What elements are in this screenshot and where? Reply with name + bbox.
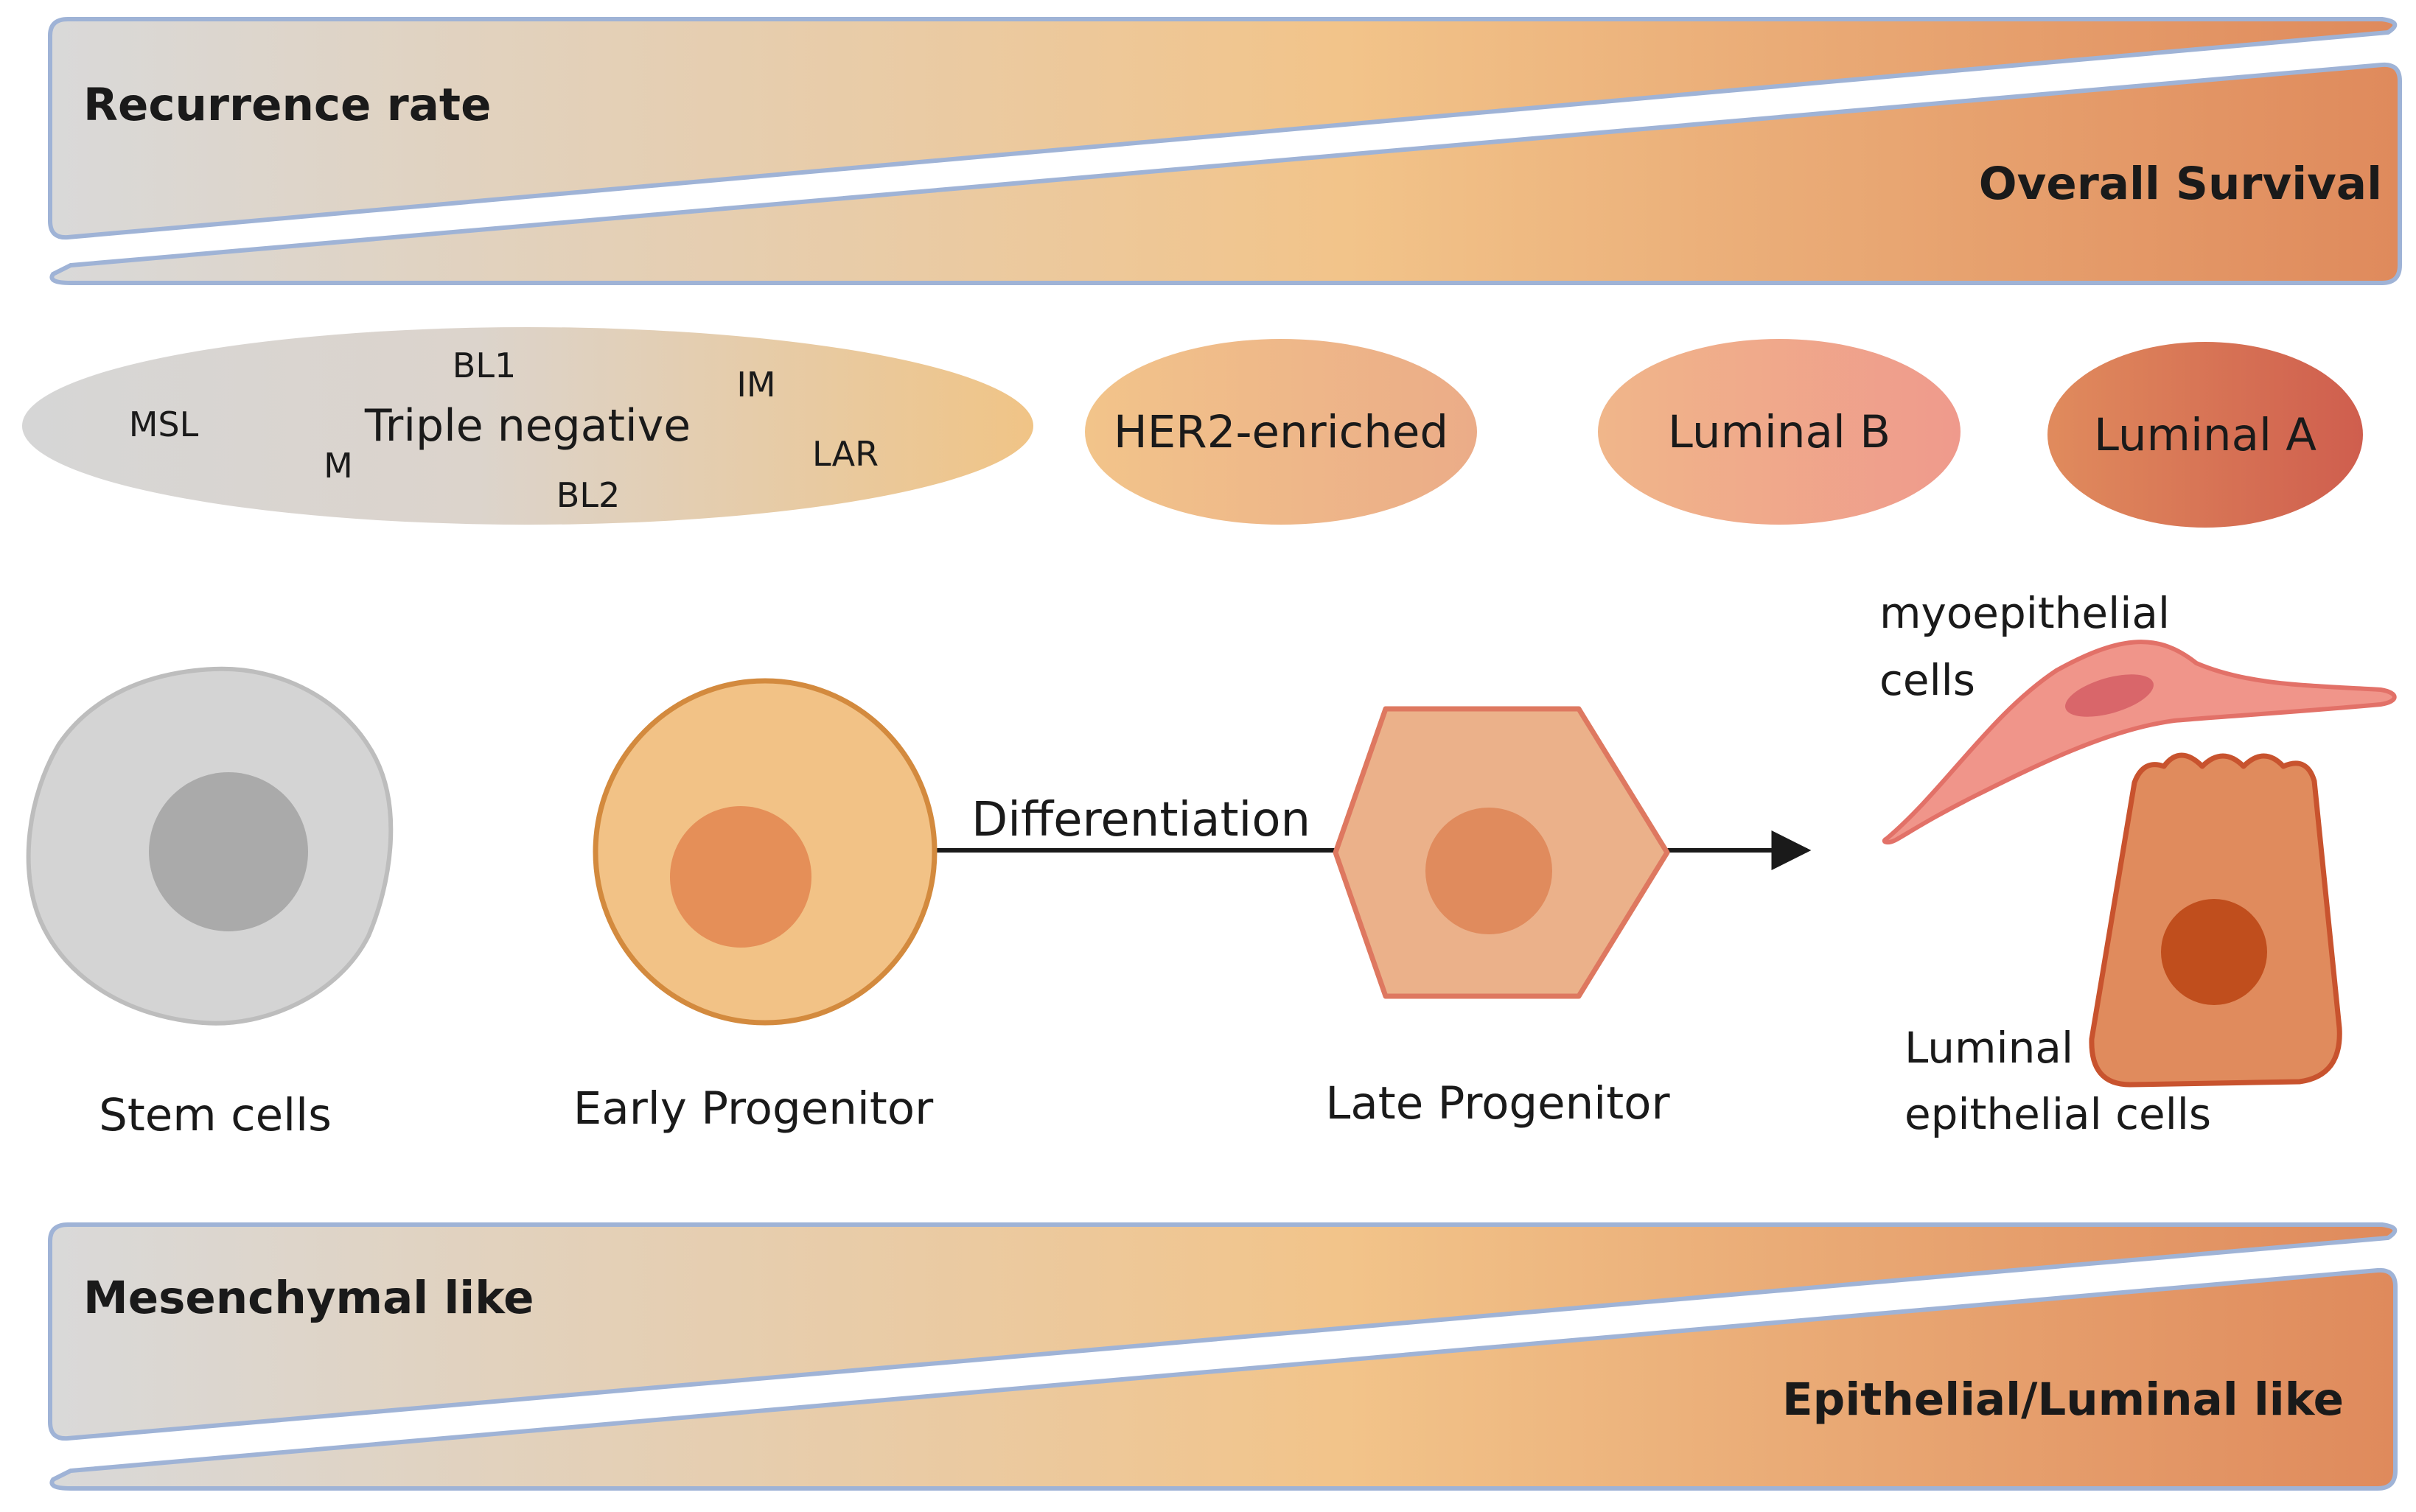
- myoepithelial-label-line2: cells: [1879, 655, 1975, 705]
- overall-survival-label: Overall Survival: [1979, 158, 2382, 210]
- luminal-a-ellipse: [2047, 342, 2363, 528]
- recurrence-rate-label: Recurrence rate: [83, 79, 491, 131]
- luminal-b-label: Luminal B: [1668, 406, 1890, 458]
- luminal-epithelial-nucleus: [2161, 899, 2267, 1005]
- late-progenitor-nucleus: [1425, 808, 1552, 934]
- luminal-b-ellipse: [1598, 339, 1961, 525]
- myoepithelial-label-line1: myoepithelial: [1879, 588, 2170, 638]
- epithelial-luminal-like-label: Epithelial/Luminal like: [1782, 1373, 2344, 1426]
- myoepithelial-nucleus: [2065, 674, 2154, 717]
- subgroup-msl: MSL: [129, 405, 199, 444]
- bottom-gradient-bar: Mesenchymal like Epithelial/Luminal like: [48, 1222, 2398, 1491]
- mesenchymal-like-label: Mesenchymal like: [83, 1272, 534, 1324]
- top-gradient-bar: Recurrence rate Overall Survival: [48, 17, 2402, 285]
- top-upper-wedge: [48, 17, 2398, 240]
- triple-negative-group: Triple negative MSL BL1 M BL2 IM LAR: [22, 327, 1033, 525]
- top-lower-wedge: [49, 62, 2402, 285]
- luminal-label-line2: epithelial cells: [1904, 1089, 2211, 1139]
- luminal-a-group: Luminal A: [2047, 342, 2363, 528]
- her2-enriched-label: HER2-enriched: [1114, 406, 1448, 458]
- stem-cell-nucleus: [149, 772, 308, 931]
- her2-enriched-ellipse: [1085, 339, 1477, 525]
- myoepithelial-cell: myoepithelial cells: [1879, 588, 2397, 845]
- differentiation-label: Differentiation: [971, 793, 1310, 847]
- early-progenitor-label: Early Progenitor: [573, 1082, 934, 1135]
- late-progenitor-cell: Late Progenitor: [1325, 706, 1670, 1130]
- her2-enriched-group: HER2-enriched: [1085, 339, 1477, 525]
- bottom-upper-wedge: [48, 1222, 2398, 1441]
- early-progenitor-nucleus: [670, 806, 811, 948]
- subgroup-m: M: [324, 446, 353, 486]
- late-progenitor-label: Late Progenitor: [1325, 1077, 1670, 1130]
- myoepithelial-body: [1882, 640, 2397, 845]
- luminal-a-label: Luminal A: [2094, 409, 2317, 461]
- subgroup-im: IM: [736, 365, 775, 405]
- stem-cell: Stem cells: [26, 666, 394, 1141]
- luminal-epithelial-cell: Luminal epithelial cells: [1904, 752, 2342, 1139]
- luminal-label-line1: Luminal: [1904, 1023, 2073, 1073]
- bottom-lower-wedge: [49, 1267, 2398, 1491]
- triple-negative-ellipse: [22, 327, 1033, 525]
- luminal-b-group: Luminal B: [1598, 339, 1961, 525]
- subgroup-bl1: BL1: [453, 346, 516, 385]
- stem-cells-label: Stem cells: [99, 1089, 332, 1141]
- triple-negative-label: Triple negative: [364, 400, 691, 452]
- early-progenitor-cell: Early Progenitor: [573, 678, 938, 1135]
- subgroup-lar: LAR: [812, 434, 879, 474]
- subgroup-bl2: BL2: [556, 475, 620, 515]
